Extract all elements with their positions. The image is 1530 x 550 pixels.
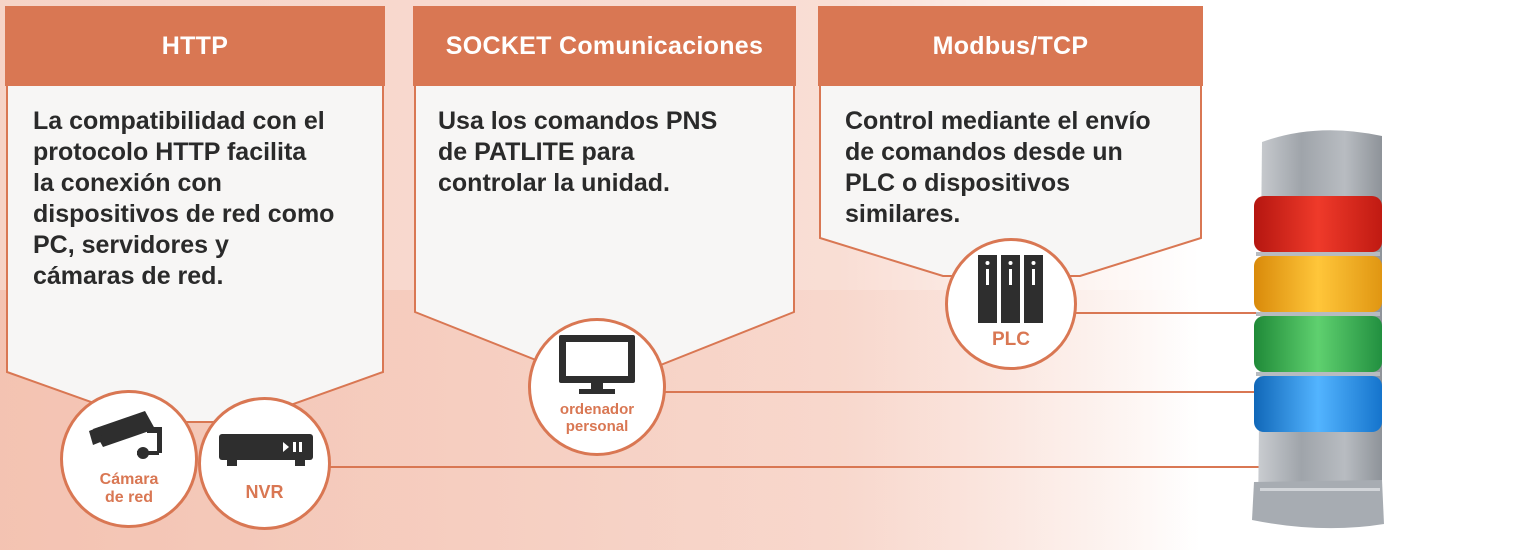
panel-modbus: Modbus/TCP Control mediante el envío de … xyxy=(818,6,1203,281)
plc-rack-icon xyxy=(978,255,1043,323)
device-plc-label: PLC xyxy=(992,329,1030,350)
text-line: PC, servidores y xyxy=(33,231,229,259)
text-line: de PATLITE para xyxy=(438,138,635,166)
label-line: Cámara xyxy=(99,471,159,488)
signal-tower-icon xyxy=(1252,130,1384,529)
text-line: protocolo HTTP facilita xyxy=(33,138,307,166)
nvr-recorder-icon xyxy=(219,434,313,466)
panel-socket-title: SOCKET Comunicaciones xyxy=(413,6,796,86)
text-line: controlar la unidad. xyxy=(438,169,670,197)
panel-modbus-text: Control mediante el envío de comandos de… xyxy=(845,106,1151,230)
security-camera-icon xyxy=(89,411,162,459)
connection-line-plc xyxy=(1075,312,1260,314)
device-plc: PLC xyxy=(945,238,1077,370)
device-nvr: NVR xyxy=(198,397,331,530)
label-line: ordenador xyxy=(559,401,635,418)
panel-socket-text: Usa los comandos PNS de PATLITE para con… xyxy=(438,106,717,199)
text-line: La compatibilidad con el xyxy=(33,107,325,135)
text-line: similares. xyxy=(845,200,961,228)
connection-line-pc xyxy=(665,391,1260,393)
panel-http: HTTP La compatibilidad con el protocolo … xyxy=(5,6,385,426)
text-line: la conexión con xyxy=(33,169,222,197)
text-line: cámaras de red. xyxy=(33,262,224,290)
device-camera: Cámara de red xyxy=(60,390,198,528)
label-line: personal xyxy=(565,418,629,435)
panel-http-title: HTTP xyxy=(5,6,385,86)
connection-line-nvr xyxy=(330,466,1260,468)
label-line: de red xyxy=(104,489,153,506)
device-camera-label: Cámara de red xyxy=(63,471,195,507)
text-line: Usa los comandos PNS xyxy=(438,107,718,135)
text-line: dispositivos de red como xyxy=(33,200,335,228)
device-pc: ordenador personal xyxy=(528,318,666,456)
device-pc-label: ordenador personal xyxy=(531,401,663,435)
panel-http-text: La compatibilidad con el protocolo HTTP … xyxy=(33,106,334,292)
panel-socket: SOCKET Comunicaciones Usa los comandos P… xyxy=(413,6,796,371)
text-line: Control mediante el envío xyxy=(845,107,1151,135)
text-line: PLC o dispositivos xyxy=(845,169,1071,197)
monitor-icon xyxy=(559,335,635,394)
text-line: de comandos desde un xyxy=(845,138,1123,166)
device-nvr-label: NVR xyxy=(245,482,284,502)
panel-modbus-title: Modbus/TCP xyxy=(818,6,1203,86)
